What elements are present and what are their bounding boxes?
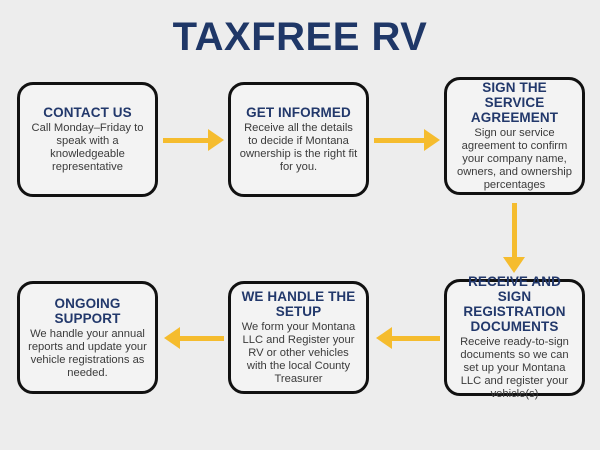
arrow-shaft: [180, 335, 224, 341]
arrow-shaft: [392, 335, 440, 341]
step-heading: ONGOING SUPPORT: [54, 295, 121, 326]
step-body: Receive ready-to-sign documents so we ca…: [460, 336, 569, 400]
step-heading: WE HANDLE THE SETUP: [241, 289, 356, 319]
step-box-sign-the-service-agreement: SIGN THE SERVICE AGREEMENT Sign our serv…: [444, 77, 585, 195]
arrow-left-icon: [376, 325, 440, 351]
arrow-left-icon: [164, 325, 224, 351]
step-box-get-informed: GET INFORMED Receive all the details to …: [228, 82, 369, 197]
arrow-right-icon: [374, 127, 440, 153]
arrow-shaft: [163, 137, 208, 143]
arrow-head: [424, 129, 440, 151]
arrow-down-icon: [501, 203, 527, 273]
step-box-receive-and-sign-registration-documents: RECEIVE AND SIGN REGISTRATION DOCUMENTS …: [444, 274, 585, 400]
arrow-head: [376, 327, 392, 349]
step-box-contact-us: CONTACT US Call Monday–Friday to speak w…: [17, 82, 158, 197]
step-body: Receive all the details to decide if Mon…: [239, 122, 358, 173]
step-heading: SIGN THE SERVICE AGREEMENT: [470, 80, 559, 125]
arrow-head: [164, 327, 180, 349]
step-body: Call Monday–Friday to speak with a knowl…: [31, 122, 144, 173]
step-box-we-handle-the-setup: WE HANDLE THE SETUP We form your Montana…: [228, 281, 369, 394]
arrow-head: [208, 129, 224, 151]
page-title: TAXFREE RV: [172, 15, 428, 59]
arrow-head: [503, 257, 525, 273]
arrow-shaft: [374, 137, 424, 143]
step-heading: CONTACT US: [43, 105, 132, 120]
step-body: We handle your annual reports and update…: [28, 327, 147, 379]
step-body: We form your Montana LLC and Register yo…: [241, 321, 356, 385]
step-heading: GET INFORMED: [246, 105, 351, 120]
arrow-shaft: [511, 203, 517, 257]
step-box-ongoing-support: ONGOING SUPPORT We handle your annual re…: [17, 281, 158, 394]
step-body: Sign our service agreement to confirm yo…: [456, 127, 573, 191]
step-heading: RECEIVE AND SIGN REGISTRATION DOCUMENTS: [463, 274, 566, 334]
arrow-right-icon: [163, 127, 224, 153]
